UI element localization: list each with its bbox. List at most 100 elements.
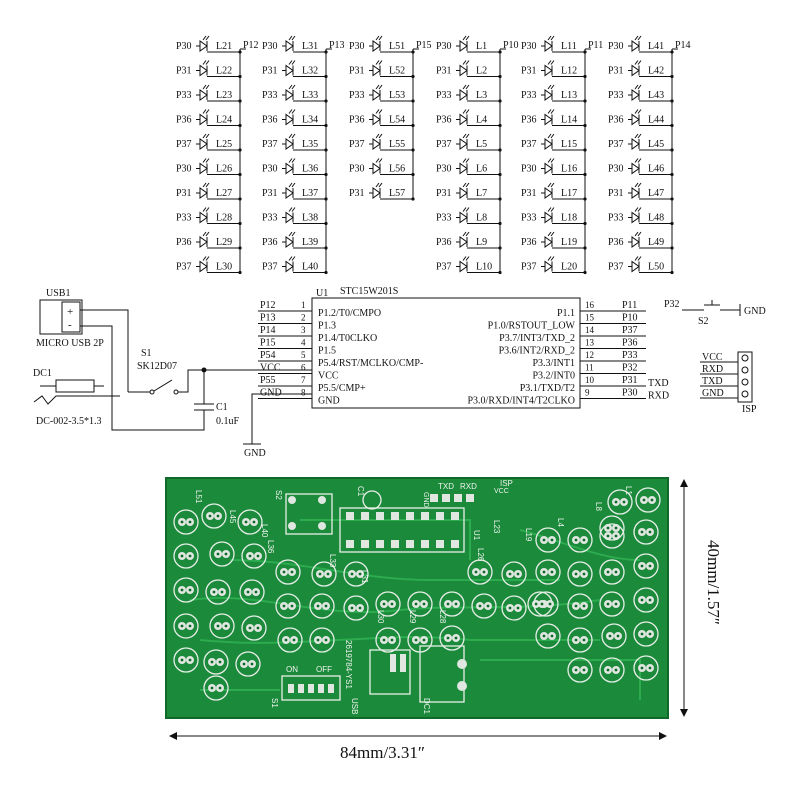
isp-pin: [741, 378, 749, 386]
led-emission-arrows: [634, 35, 642, 41]
dc-pad: [457, 681, 467, 691]
led-junction: [583, 246, 587, 250]
c1-ref: C1: [216, 402, 228, 413]
led-pad-hole: [482, 570, 486, 574]
led-emission-arrows: [634, 109, 642, 114]
led-emission-arrows: [288, 133, 296, 139]
led-pad-hole: [540, 602, 544, 606]
led-pad-hole: [614, 534, 618, 538]
led-pad-hole: [608, 634, 612, 638]
led-emission-arrows: [288, 84, 296, 90]
led-pad-hole: [208, 514, 212, 518]
led-junction: [238, 172, 242, 177]
led-pad-hole: [350, 572, 354, 576]
led-label: L5: [476, 139, 487, 150]
led-footprint: [173, 613, 199, 639]
led-diode-symbol: [285, 89, 294, 101]
led-pad-hole: [220, 590, 224, 594]
mcu-pin-net: P31: [622, 375, 638, 386]
led-pad-hole: [248, 626, 252, 630]
led-pad-hole: [474, 570, 478, 574]
led-junction: [498, 172, 502, 177]
led-junction: [670, 99, 674, 103]
led-emission-arrows: [634, 158, 642, 163]
s2-footprint: [285, 493, 333, 535]
led-diode-symbol: [631, 211, 640, 224]
s2-net: P32: [664, 299, 680, 310]
led-pad-hole: [454, 636, 458, 640]
led-pin-label: P33: [608, 90, 624, 101]
led-emission-arrows: [547, 60, 555, 65]
led-emission-arrows: [462, 256, 470, 261]
mcu-pin-net: VCC: [260, 363, 281, 374]
led-pad-hole: [210, 686, 214, 690]
led-label: L39: [302, 237, 318, 248]
led-diode-symbol: [372, 113, 381, 126]
led-junction: [238, 74, 242, 79]
led-diode-symbol: [372, 138, 381, 150]
led-diode-symbol: [544, 40, 553, 52]
led-pad-hole: [614, 526, 618, 530]
button-s2-schematic: P32 GND S2: [664, 299, 766, 327]
led-pin-label: P30: [521, 164, 537, 175]
silk-led-label: L51: [194, 490, 203, 504]
led-pin-label: P31: [521, 188, 537, 199]
led-diode-symbol: [372, 89, 381, 101]
led-footprint: [633, 519, 659, 545]
usb-pad: [400, 654, 406, 672]
led-pad-hole: [290, 570, 294, 574]
led-pad-hole: [574, 604, 578, 608]
led-footprint: [501, 595, 527, 621]
led-footprint: [567, 657, 593, 683]
led-diode-symbol: [544, 211, 553, 224]
led-pad-hole: [582, 638, 586, 642]
led-label: L16: [561, 164, 577, 175]
led-label: L22: [216, 66, 232, 77]
mcu-pin-net: P12: [260, 300, 276, 311]
led-diode-symbol: [459, 211, 468, 224]
led-pin-label: P33: [262, 90, 278, 101]
led-footprint: [343, 561, 369, 587]
led-label: L41: [648, 41, 664, 52]
led-label: L42: [648, 66, 664, 77]
led-diode-symbol: [199, 187, 208, 199]
led-emission-arrows: [547, 35, 555, 41]
led-pad-hole: [382, 638, 386, 642]
led-emission-arrows: [202, 158, 210, 163]
mcu-pin-number: 7: [301, 375, 306, 385]
led-pad-hole: [508, 606, 512, 610]
led-emission-arrows: [202, 133, 210, 139]
led-emission-arrows: [547, 158, 555, 163]
led-emission-arrows: [288, 60, 296, 65]
led-label: L14: [561, 115, 577, 126]
led-junction: [498, 148, 502, 152]
led-pad-hole: [582, 572, 586, 576]
s1-pad: [328, 684, 334, 693]
led-pad-hole: [324, 604, 328, 608]
led-pin-label: P31: [608, 66, 624, 77]
led-pin-label: P37: [176, 262, 192, 273]
led-diode-symbol: [544, 138, 553, 150]
led-pin-label: P31: [436, 66, 452, 77]
silk-led-label: L4: [556, 518, 565, 527]
s1-part: SK12D07: [137, 361, 177, 372]
isp-ref: ISP: [742, 404, 757, 415]
led-label: L54: [389, 115, 405, 126]
silk-usb: USB: [350, 698, 359, 714]
usb-plus: +: [67, 306, 73, 318]
led-label: L35: [302, 139, 318, 150]
led-pad-hole: [542, 538, 546, 542]
led-pin-label: P33: [436, 90, 452, 101]
isp-pad: [454, 494, 462, 502]
led-footprint: [203, 649, 229, 675]
led-pin-label: P36: [521, 237, 537, 248]
led-pin-label: P33: [436, 213, 452, 224]
mcu-pin-number: 12: [585, 350, 594, 360]
pcb-trace: [519, 529, 641, 561]
led-pad-hole: [256, 554, 260, 558]
mcu-pin-function: P1.0/RSTOUT_LOW: [488, 321, 576, 332]
led-diode-symbol: [199, 113, 208, 126]
led-pad-hole: [616, 634, 620, 638]
led-pin-label: P30: [436, 41, 452, 52]
led-diode-symbol: [459, 162, 468, 175]
